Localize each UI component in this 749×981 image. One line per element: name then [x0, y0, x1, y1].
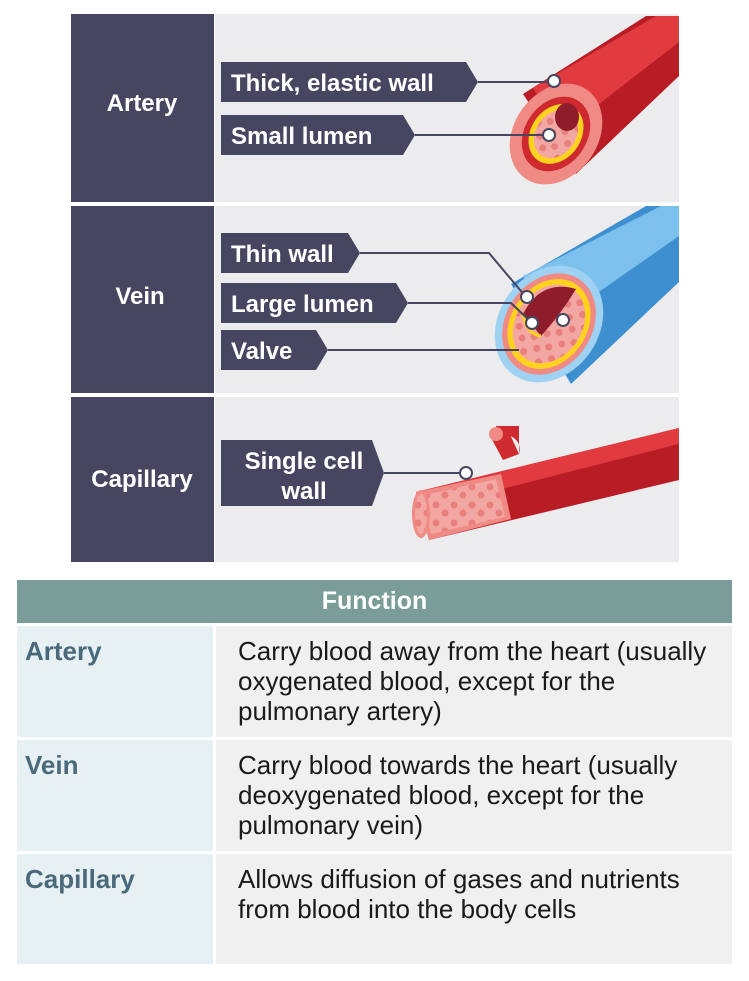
- small-lumen-text: Small lumen: [231, 123, 372, 150]
- thick-wall-label: Thick, elastic wall: [221, 62, 478, 102]
- wall-text: wall: [280, 478, 326, 505]
- small-lumen-label: Small lumen: [221, 115, 415, 155]
- vessel-function: Allows diffusion of gases and nutrients …: [216, 854, 732, 964]
- single-cell-wall-pointer: [459, 466, 473, 480]
- vein-illustration: [494, 206, 679, 384]
- capillary-name-box: [71, 397, 214, 562]
- vessel-function: Carry blood towards the heart (usually d…: [216, 740, 732, 851]
- valve-pointer-inner: [556, 313, 570, 327]
- thin-wall-label: Thin wall: [221, 233, 360, 273]
- function-table: Function Artery Carry blood away from th…: [17, 580, 732, 964]
- thick-wall-text: Thick, elastic wall: [231, 70, 434, 97]
- vein-name-box: [71, 206, 214, 393]
- vessel-name: Vein: [17, 740, 213, 851]
- vessel-name: Capillary: [17, 854, 213, 964]
- single-cell-text: Single cell: [245, 448, 364, 475]
- single-cell-wall-label: Single cell wall: [221, 440, 384, 506]
- vessel-function: Carry blood away from the heart (usually…: [216, 626, 732, 737]
- thin-wall-text: Thin wall: [231, 241, 334, 268]
- thin-wall-pointer: [520, 290, 534, 304]
- valve-label: Valve: [221, 330, 328, 370]
- vein-name: Vein: [115, 283, 164, 310]
- small-lumen-pointer: [542, 128, 556, 142]
- blood-vessel-diagram: Artery Vein Capillary Thick, elastic wal…: [71, 14, 679, 562]
- thick-wall-pointer: [547, 74, 561, 88]
- vessel-name: Artery: [17, 626, 213, 737]
- table-row: Capillary Allows diffusion of gases and …: [17, 854, 732, 964]
- capillary-name: Capillary: [91, 466, 193, 493]
- table-row: Vein Carry blood towards the heart (usua…: [17, 740, 732, 851]
- large-lumen-label: Large lumen: [221, 283, 408, 323]
- valve-text: Valve: [231, 338, 292, 365]
- table-row: Artery Carry blood away from the heart (…: [17, 626, 732, 737]
- artery-name-box: [71, 14, 214, 202]
- artery-illustration: [509, 16, 679, 185]
- large-lumen-pointer: [525, 316, 539, 330]
- large-lumen-text: Large lumen: [231, 291, 374, 318]
- table-header: Function: [17, 580, 732, 623]
- artery-name: Artery: [107, 90, 178, 117]
- capillary-illustration: [412, 426, 679, 540]
